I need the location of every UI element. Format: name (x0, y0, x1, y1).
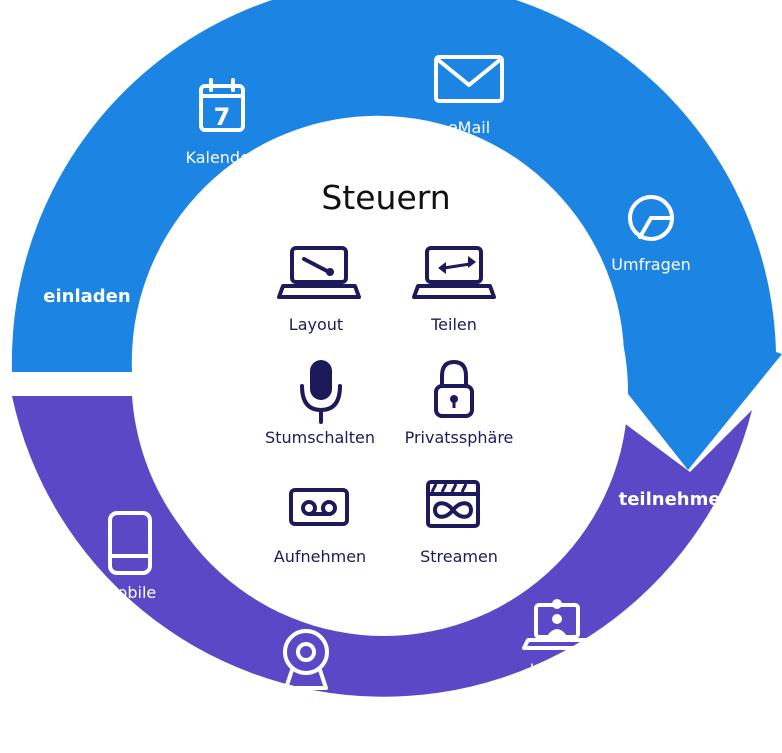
polls-item: Umfragen (611, 195, 691, 274)
stream-label: Streamen (420, 547, 498, 566)
inner-item-privacy: Privatssphäre (405, 360, 514, 447)
privacy-label: Privatssphäre (405, 428, 514, 447)
microphone-icon (300, 360, 342, 424)
laptop-item: Laptop (522, 599, 592, 679)
ring-label-einladen: einladen (43, 286, 130, 307)
clapperboard-infinity-icon (426, 480, 480, 528)
inner-item-stream: Streamen (420, 480, 498, 566)
email-item: eMail (434, 55, 504, 137)
mute-label: Stumschalten (265, 428, 375, 447)
email-label: eMail (448, 118, 490, 137)
calendar-icon: 7 (199, 78, 245, 132)
share-label: Teilen (430, 315, 477, 334)
bottom-ring (12, 396, 752, 697)
laptop-label: Laptop (529, 660, 584, 679)
mobile-item: Mobile (104, 511, 156, 602)
inner-item-layout: Layout (277, 246, 361, 334)
laptop-user-icon (522, 599, 592, 650)
inner-item-record: Aufnehmen (274, 488, 366, 566)
mobile-label: Mobile (104, 583, 156, 602)
layout-label: Layout (289, 315, 343, 334)
smartphone-icon (108, 511, 152, 575)
video-item: Video (283, 629, 331, 723)
laptop-layout-icon (277, 246, 361, 299)
laptop-share-icon (412, 246, 496, 299)
inner-item-share: Teilen (412, 246, 496, 334)
calendar-day-text: 7 (214, 103, 231, 131)
pie-chart-icon (628, 195, 674, 241)
padlock-icon (434, 360, 474, 418)
video-label: Video (286, 704, 331, 723)
envelope-icon (434, 55, 504, 103)
calendar-item: 7 Kalender (185, 78, 257, 167)
center-title: Steuern (321, 178, 450, 217)
inner-item-mute: Stumschalten (265, 360, 375, 447)
voicemail-icon (289, 488, 349, 526)
top-ring-arrow (11, 0, 782, 470)
calendar-label: Kalender (185, 148, 256, 167)
record-label: Aufnehmen (274, 547, 366, 566)
ring-label-teilnehmen: teilnehmen (619, 489, 734, 510)
polls-label: Umfragen (611, 255, 690, 274)
center-disc (140, 148, 628, 636)
webcam-icon (283, 629, 329, 690)
